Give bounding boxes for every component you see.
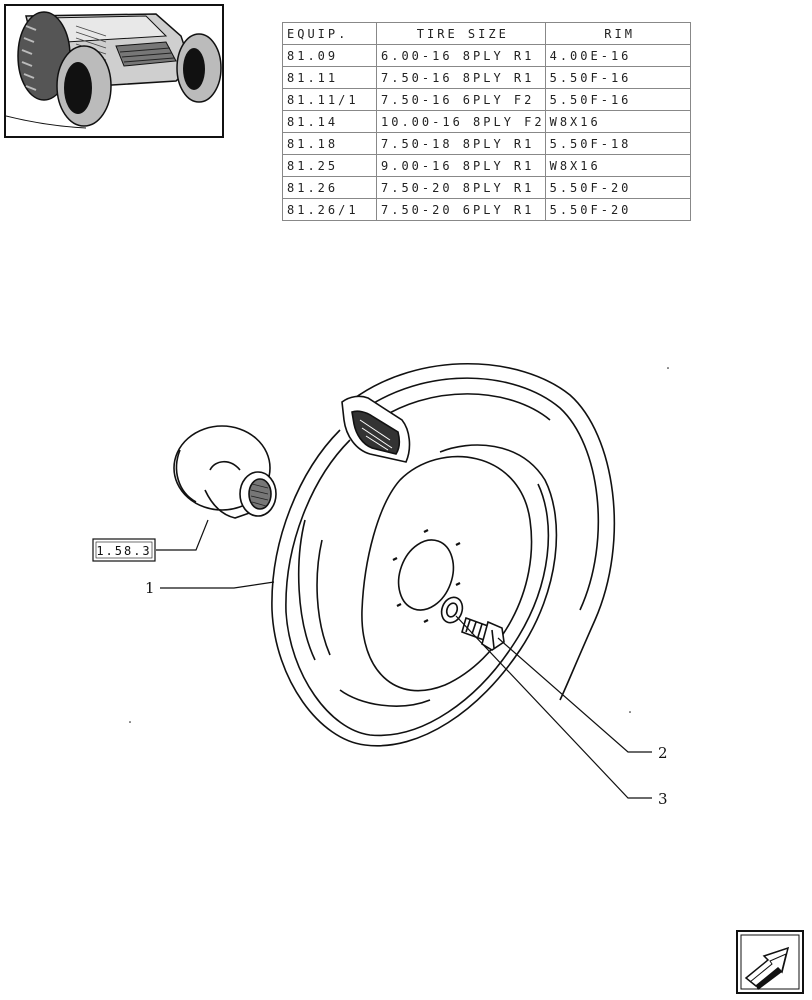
header-equip: EQUIP. [282,22,377,45]
hub-spacer-part [173,425,277,519]
cell-tire-size: 7.50-16 6PLY F2 [376,88,546,111]
wheel-rim [271,429,558,747]
table-header-row: EQUIP. TIRE SIZE RIM [282,22,691,45]
leader-2 [497,637,652,753]
leader-ref [156,519,209,551]
bolt-part [461,616,505,651]
header-rim: RIM [544,22,691,45]
cell-tire-size: 7.50-20 6PLY R1 [376,198,546,221]
tire-spec-table: EQUIP. TIRE SIZE RIM 81.09 6.00-16 8PLY … [282,22,691,221]
wheel-disc [361,455,533,692]
callout-1: 1 [145,579,155,597]
cell-equip: 81.14 [282,110,377,133]
ref-box [92,538,156,562]
table-row: 81.18 7.50-18 8PLY R1 5.50F-18 [282,132,691,155]
cell-equip: 81.11 [282,66,377,89]
cell-rim: 5.50F-20 [544,198,691,221]
tire-outer [351,362,616,701]
washer-part [440,596,464,624]
table-row: 81.09 6.00-16 8PLY R1 4.00E-16 [282,44,691,67]
table-row: 81.14 10.00-16 8PLY F2 W8X16 [282,110,691,133]
next-page-arrow-icon[interactable] [736,930,804,994]
leader-3 [455,615,652,799]
cell-equip: 81.26/1 [282,198,377,221]
ref-box-label[interactable]: 1.58.3 [96,544,151,558]
cell-rim: 5.50F-18 [544,132,691,155]
tractor-front-icon [6,11,222,129]
cell-equip: 81.09 [282,44,377,67]
leader-1 [160,581,275,589]
tractor-thumbnail [4,4,224,138]
table-row: 81.11 7.50-16 8PLY R1 5.50F-16 [282,66,691,89]
callout-2: 2 [658,744,668,762]
cell-tire-size: 10.00-16 8PLY F2 [376,110,546,133]
cell-equip: 81.25 [282,154,377,177]
cell-equip: 81.18 [282,132,377,155]
table-row: 81.11/1 7.50-16 6PLY F2 5.50F-16 [282,88,691,111]
cell-rim: W8X16 [544,110,691,133]
callout-3: 3 [658,790,668,808]
table-row: 81.26/1 7.50-20 6PLY R1 5.50F-20 [282,198,691,221]
cell-equip: 81.11/1 [282,88,377,111]
